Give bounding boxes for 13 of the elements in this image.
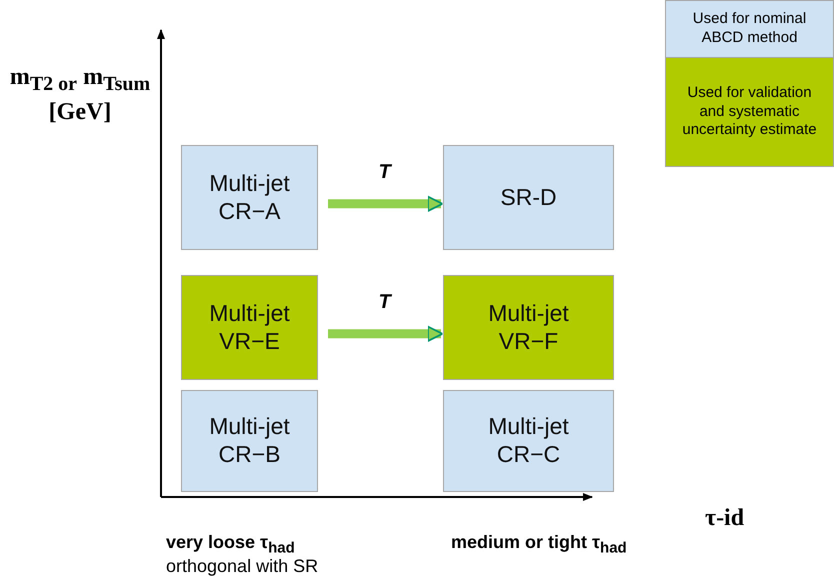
region-box: Multi-jet CR−B	[181, 390, 318, 492]
axis-title: m$_{T2 or}$ m$_{Tsum}$ [GeV]	[8, 63, 152, 127]
legend-entry: Used for validation and systematic uncertainty estimate	[665, 57, 834, 167]
axis-category-label: very loose τ$_{had}$	[166, 532, 295, 557]
region-box: Multi-jet CR−C	[443, 390, 614, 492]
axis-title: τ-id	[705, 505, 744, 532]
region-box: Multi-jet CR−A	[181, 145, 318, 250]
region-box: Multi-jet VR−F	[443, 275, 614, 380]
legend-entry: Used for nominal ABCD method	[665, 0, 834, 58]
axis-category-label: medium or tight τ$_{had}$	[451, 532, 627, 557]
region-box: Multi-jet VR−E	[181, 275, 318, 380]
region-box: SR-D	[443, 145, 614, 250]
note-text: orthogonal with SR	[166, 556, 318, 577]
